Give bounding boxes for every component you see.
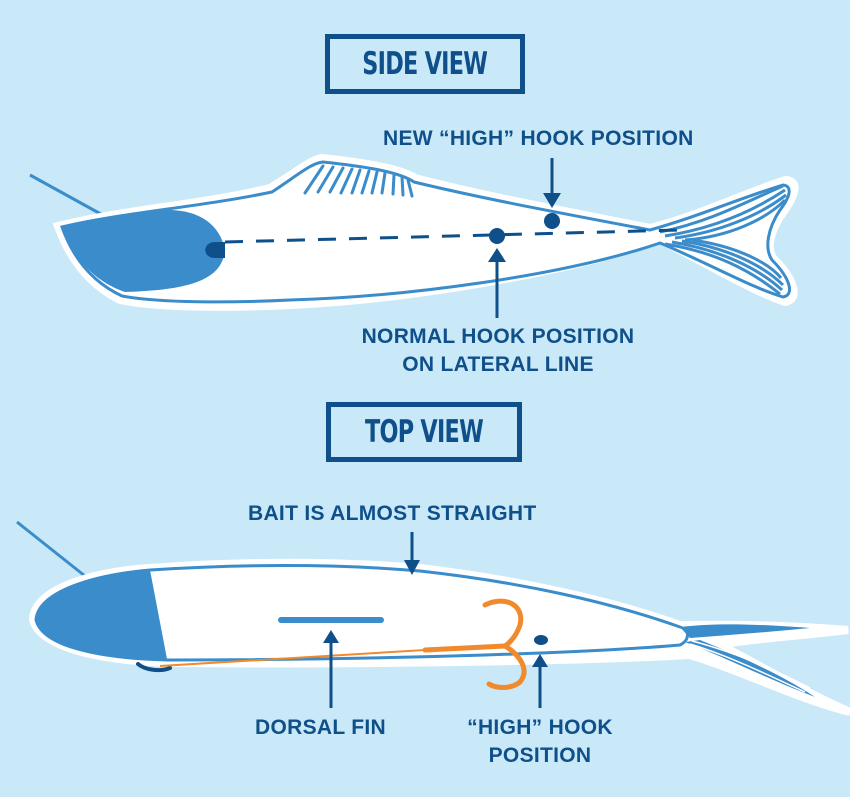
dorsal-fin-rays xyxy=(303,164,414,198)
normal-hook-label: NORMAL HOOK POSITION ON LATERAL LINE xyxy=(340,323,656,379)
fishing-line xyxy=(29,173,109,220)
high-hook-position-label: “HIGH” HOOK POSITION xyxy=(455,714,625,770)
top-view-fish xyxy=(16,520,850,716)
normal-hook-label-line1: NORMAL HOOK POSITION xyxy=(361,325,635,348)
fishing-line xyxy=(16,520,91,582)
fish-head xyxy=(62,210,225,292)
leader-line xyxy=(159,649,426,667)
tail-fin-rays xyxy=(659,184,787,296)
high-hook-label-line2: POSITION xyxy=(488,744,592,767)
top-view-title: TOP VIEW xyxy=(326,402,522,462)
fish-body xyxy=(60,160,792,304)
high-hook-dot xyxy=(534,635,548,645)
arrowhead-down-icon xyxy=(543,193,561,208)
high-hook-label-line1: “HIGH” HOOK xyxy=(467,716,613,739)
jaw-hook xyxy=(136,662,172,673)
normal-hook-dot xyxy=(489,228,505,244)
fish-body xyxy=(34,564,689,662)
side-view-fish xyxy=(29,153,799,318)
treble-hook xyxy=(482,598,527,690)
hook-shank xyxy=(422,643,508,653)
arrowhead-up-icon xyxy=(488,248,506,262)
arrowhead-up-icon xyxy=(323,630,339,643)
dorsal-fin-label: DORSAL FIN xyxy=(255,716,386,739)
fish-eye xyxy=(205,242,225,258)
side-view-title: SIDE VIEW xyxy=(325,34,525,94)
normal-hook-label-line2: ON LATERAL LINE xyxy=(402,353,594,376)
lateral-line xyxy=(224,228,681,244)
high-hook-dot xyxy=(544,213,560,229)
fish-head xyxy=(36,570,167,659)
new-high-hook-label: NEW “HIGH” HOOK POSITION xyxy=(383,127,694,150)
bait-straight-label: BAIT IS ALMOST STRAIGHT xyxy=(248,502,537,525)
side-view-title-text: SIDE VIEW xyxy=(362,46,489,82)
top-view-title-text: TOP VIEW xyxy=(364,414,484,450)
arrowhead-down-icon xyxy=(404,560,420,575)
arrowhead-up-icon xyxy=(532,654,548,667)
tail-fin xyxy=(680,624,815,697)
